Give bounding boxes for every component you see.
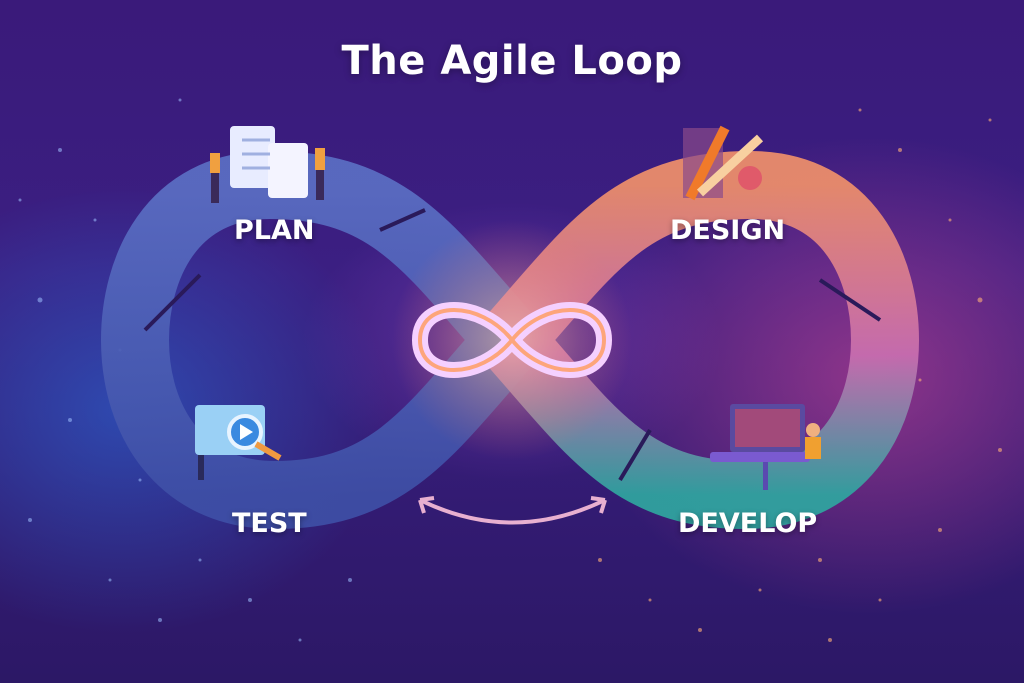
page-title: The Agile Loop [341,38,683,84]
pencil-ruler-icon [683,125,764,201]
phase-label-test: TEST [232,508,307,539]
phase-label-design: DESIGN [670,215,786,246]
phase-label-plan: PLAN [234,215,315,246]
cycle-arrow [419,498,606,525]
laptop-developer-icon [710,404,821,490]
clipboard-checklist-icon [210,126,325,203]
magnifier-play-icon [195,405,282,480]
phase-label-develop: DEVELOP [678,508,818,539]
